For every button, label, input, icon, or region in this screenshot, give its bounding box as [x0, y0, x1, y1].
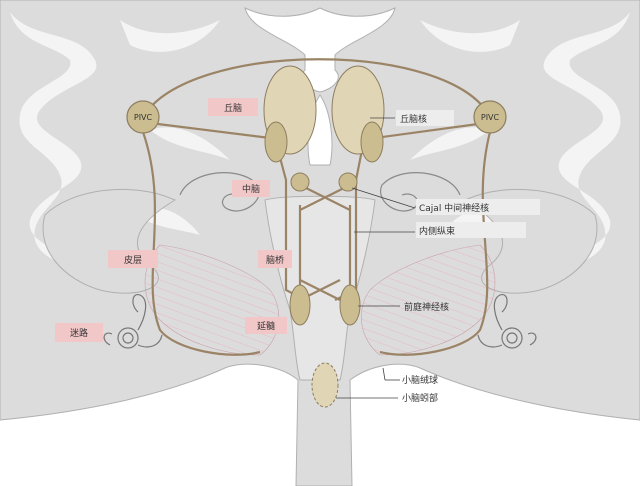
- pivc-left-to-thalamus: [157, 122, 271, 140]
- label-thalamus: 丘脑: [208, 98, 258, 116]
- right-cajal-nucleus: [338, 172, 358, 192]
- brainstem: [264, 195, 376, 381]
- right-sulci: [543, 12, 630, 275]
- right-cerebellum: [361, 244, 496, 356]
- label-medulla: 延髓: [245, 317, 287, 334]
- svg-text:皮层: 皮层: [124, 254, 142, 266]
- label-cortex: 皮层: [108, 250, 158, 268]
- left-thalamus-inner: [264, 121, 288, 163]
- svg-text:小脑蚓部: 小脑蚓部: [402, 392, 438, 404]
- annotation-vestibular-nucleus: 前庭神经核: [358, 301, 449, 313]
- annotation-thalamic-nucleus: 丘脑核: [370, 110, 454, 126]
- svg-text:丘脑核: 丘脑核: [400, 113, 427, 125]
- svg-text:小脑绒球: 小脑绒球: [402, 374, 438, 386]
- label-labyrinth: 迷路: [55, 323, 103, 342]
- left-pivc-to-labyrinth: [141, 131, 261, 356]
- annotation-cajal: Cajal 中间神经核: [351, 187, 540, 215]
- pivc-left: PIVC: [126, 100, 160, 134]
- svg-text:迷路: 迷路: [70, 327, 88, 339]
- svg-text:中脑: 中脑: [242, 183, 260, 195]
- left-labyrinth-icon: [103, 293, 163, 349]
- svg-text:丘脑: 丘脑: [224, 102, 242, 114]
- vermis-outline: [311, 362, 339, 408]
- svg-text:Cajal 中间神经核: Cajal 中间神经核: [419, 202, 489, 214]
- svg-text:脑桥: 脑桥: [266, 254, 284, 266]
- right-vestibular-nucleus: [339, 284, 361, 326]
- midline-space: [244, 7, 396, 93]
- pivc-left-label: PIVC: [134, 113, 153, 122]
- svg-text:延髓: 延髓: [257, 320, 275, 332]
- left-sulci-2: [120, 20, 230, 235]
- midline-mlf: [298, 205, 352, 300]
- annotation-vermis: 小脑蚓部: [336, 392, 438, 404]
- label-midbrain: 中脑: [232, 180, 270, 197]
- right-thalamus-inner: [360, 121, 384, 163]
- pivc-right-to-thalamus: [374, 122, 479, 140]
- right-sulci-2: [410, 20, 520, 235]
- left-vestibular-nucleus: [289, 284, 311, 326]
- cross-upper: [299, 184, 351, 211]
- thalamus-nuclei: [263, 65, 385, 163]
- right-labyrinth-icon: [477, 293, 537, 349]
- label-pons: 脑桥: [258, 250, 292, 268]
- annotation-flocculus: 小脑绒球: [382, 367, 438, 386]
- left-midbrain-fold: [179, 172, 261, 212]
- svg-text:前庭神经核: 前庭神经核: [404, 301, 449, 313]
- pivc-arc-path: [142, 58, 491, 118]
- pivc-right: PIVC: [473, 100, 507, 134]
- right-pivc-to-labyrinth: [379, 131, 492, 356]
- left-cajal-nucleus: [290, 172, 310, 192]
- pivc-right-label: PIVC: [481, 113, 500, 122]
- left-sulci: [10, 12, 97, 275]
- annotation-mlf: 内侧纵束: [354, 222, 526, 238]
- svg-text:内侧纵束: 内侧纵束: [419, 225, 455, 237]
